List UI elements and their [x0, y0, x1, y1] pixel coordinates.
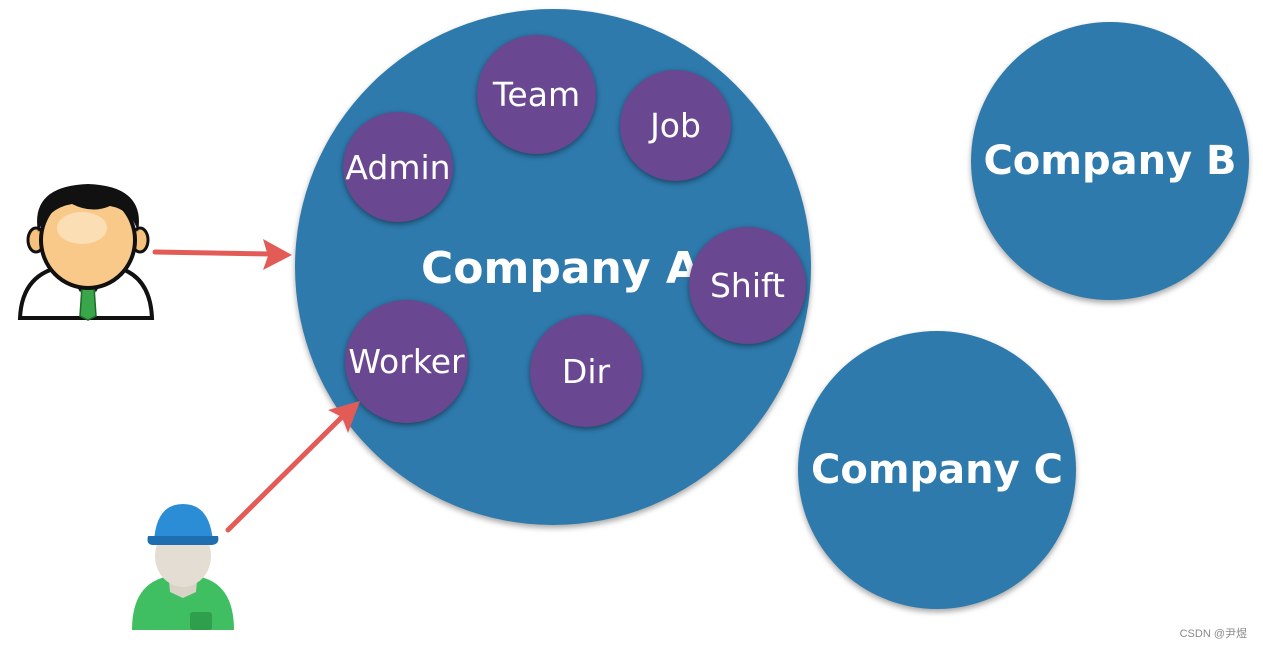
company-b-label: Company B: [983, 138, 1237, 184]
watermark: CSDN @尹煜: [1179, 628, 1247, 640]
arrow-manager-to-company-a: [152, 239, 292, 270]
company-c-circle: Company C: [798, 331, 1076, 609]
module-worker-label: Worker: [348, 342, 465, 381]
module-shift: Shift: [689, 227, 806, 344]
module-team-label: Team: [492, 75, 581, 114]
module-job: Job: [620, 70, 731, 181]
company-b-circle: Company B: [971, 22, 1249, 300]
manager-icon: [17, 184, 155, 321]
module-team: Team: [477, 35, 596, 154]
module-admin: Admin: [343, 112, 453, 222]
module-shift-label: Shift: [709, 266, 785, 305]
worker-icon: [132, 504, 234, 630]
module-job-label: Job: [650, 106, 701, 145]
module-admin-label: Admin: [345, 147, 451, 187]
module-dir-label: Dir: [561, 351, 611, 391]
company-c-label: Company C: [811, 447, 1063, 493]
module-worker: Worker: [345, 300, 468, 423]
module-dir: Dir: [530, 315, 642, 427]
arrow-worker-to-worker-module: [225, 401, 360, 533]
company-a-label: Company A: [421, 243, 700, 294]
